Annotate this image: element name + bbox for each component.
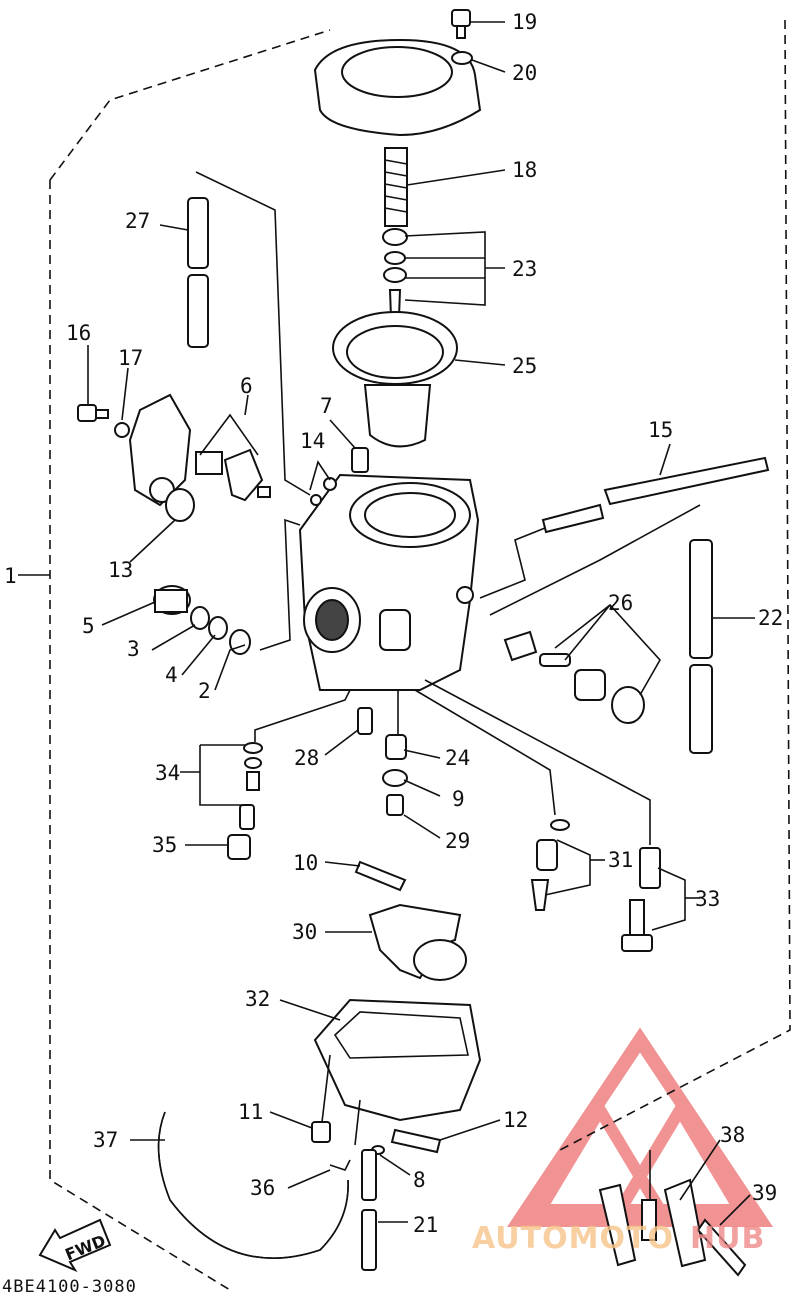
cap-35 [227, 834, 251, 860]
callout-15: 15 [648, 418, 673, 442]
catalog-code: 4BE4100-3080 [2, 1277, 137, 1297]
ring-14 [310, 477, 337, 506]
pilot-set-34 [239, 742, 263, 830]
hose-15 [541, 456, 770, 534]
callout-35: 35 [152, 833, 177, 857]
callout-29: 29 [445, 829, 470, 853]
watermark-text: AUTOMOTO HUB [472, 1221, 765, 1256]
callout-21: 21 [413, 1213, 438, 1237]
callout-36: 36 [250, 1176, 275, 1200]
callout-11: 11 [238, 1100, 263, 1124]
idle-screw-33 [621, 847, 661, 952]
washer-3 [190, 606, 210, 630]
callout-25: 25 [512, 354, 537, 378]
watermark-text-part1: AUTOMOTO [472, 1221, 674, 1256]
clip-36 [329, 1159, 351, 1171]
hose-39 [696, 1218, 747, 1277]
drain-tube-21b [361, 1209, 377, 1271]
o-ring-13 [165, 488, 195, 522]
pin-10 [354, 860, 407, 892]
diaphragm-cover [313, 38, 482, 137]
washer-20 [451, 51, 473, 65]
screw-set-31 [530, 819, 570, 911]
screw-7 [351, 447, 369, 473]
callout-2: 2 [198, 679, 211, 703]
main-jet-29 [386, 794, 404, 816]
callout-18: 18 [512, 158, 537, 182]
float-bowl [313, 998, 482, 1122]
cover-screw [451, 9, 471, 39]
callout-31: 31 [608, 848, 633, 872]
cap-5 [153, 585, 191, 615]
hose-22 [689, 539, 713, 754]
callout-13: 13 [108, 558, 133, 582]
callout-23: 23 [512, 257, 537, 281]
callout-labels: 1 2 3 4 5 6 7 8 9 10 11 12 13 14 15 16 1… [4, 10, 783, 1237]
carburetor-body [298, 473, 480, 691]
watermark-text-part2: HUB [690, 1221, 765, 1256]
hose-37-inner [157, 1111, 349, 1259]
screw-11 [311, 1121, 331, 1143]
float-30 [368, 903, 467, 981]
callout-38: 38 [720, 1123, 745, 1147]
callout-30: 30 [292, 920, 317, 944]
callout-6: 6 [240, 374, 253, 398]
washer-17 [114, 422, 130, 438]
fwd-arrow: FWD [38, 1218, 112, 1273]
callout-16: 16 [66, 321, 91, 345]
screw-12 [390, 1128, 442, 1154]
bracket-38 [598, 1178, 707, 1268]
callout-33: 33 [695, 887, 720, 911]
throttle-spring-6 [195, 448, 271, 502]
washer-9 [382, 769, 408, 787]
callout-28: 28 [294, 746, 319, 770]
callout-17: 17 [118, 346, 143, 370]
callout-14: 14 [300, 429, 325, 453]
screw-2 [229, 629, 251, 655]
needle-jet-24 [385, 734, 407, 760]
callout-5: 5 [82, 614, 95, 638]
callout-3: 3 [127, 637, 140, 661]
callout-12: 12 [503, 1108, 528, 1132]
callout-32: 32 [245, 987, 270, 1011]
leader-lines [87, 21, 755, 1226]
washer-4 [208, 616, 228, 640]
drain-tube-21 [361, 1149, 377, 1201]
callout-7: 7 [320, 394, 333, 418]
callout-22: 22 [758, 606, 783, 630]
spring-18 [384, 147, 408, 227]
callout-20: 20 [512, 61, 537, 85]
callout-39: 39 [752, 1181, 777, 1205]
screw-16 [77, 404, 109, 422]
starter-plunger-26 [503, 630, 645, 724]
callout-9: 9 [452, 787, 465, 811]
callout-4: 4 [165, 663, 178, 687]
callout-10: 10 [293, 851, 318, 875]
callout-24: 24 [445, 746, 470, 770]
callout-26: 26 [608, 591, 633, 615]
callout-1: 1 [4, 564, 17, 588]
callout-19: 19 [512, 10, 537, 34]
callout-27: 27 [125, 209, 150, 233]
diaphragm-25 [332, 311, 458, 448]
hose-27 [187, 197, 209, 348]
callout-34: 34 [155, 761, 180, 785]
callout-37: 37 [93, 1128, 118, 1152]
assembly-frame [18, 19, 791, 1291]
callout-8: 8 [413, 1168, 426, 1192]
jet-28 [357, 707, 373, 735]
